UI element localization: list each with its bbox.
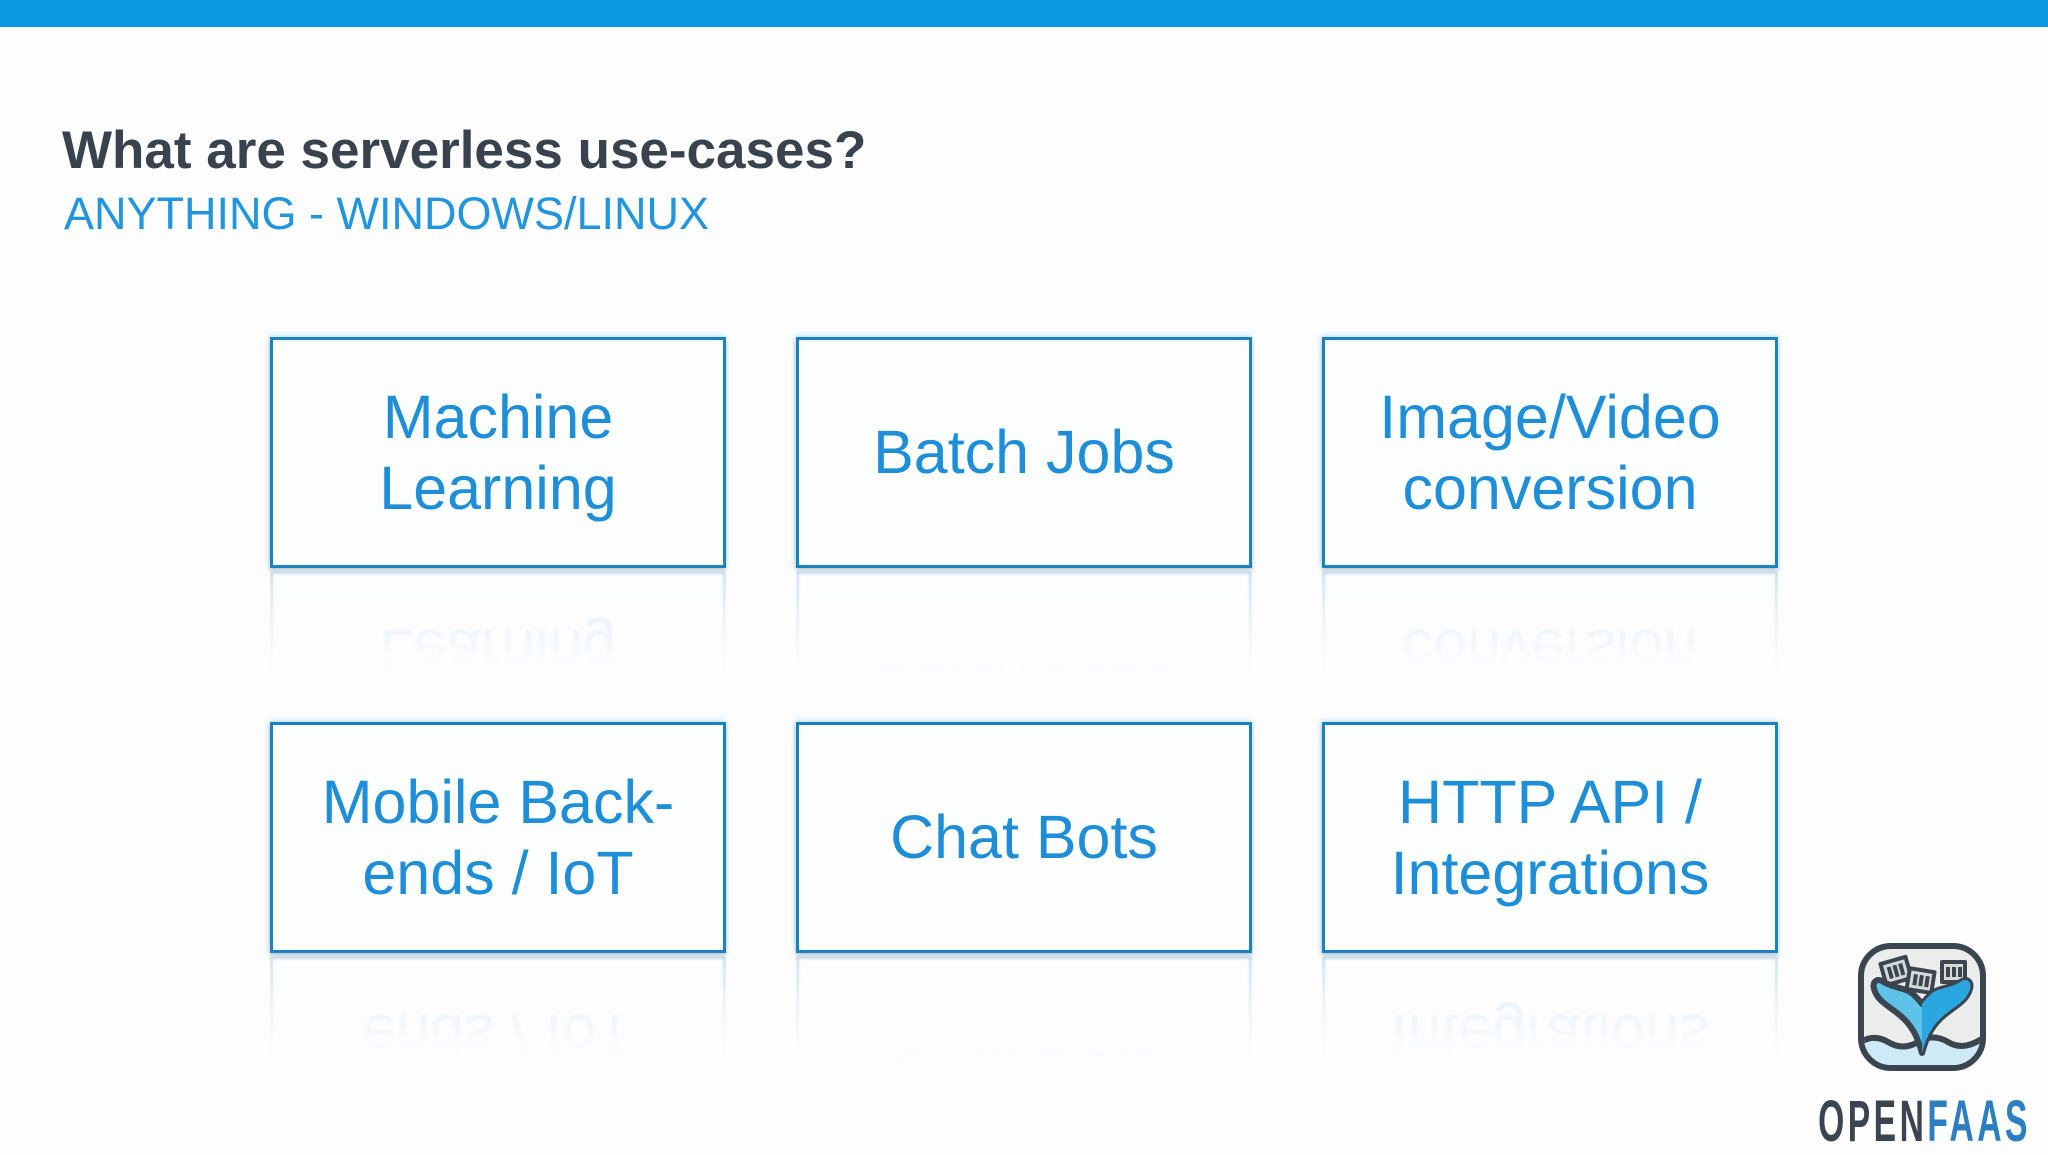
use-case-label: Mobile Back-ends / IoT — [321, 767, 675, 907]
use-case-cell-http-api: HTTP API / Integrations HTTP API / Integ… — [1322, 722, 1778, 1078]
use-case-cell-machine-learning: Machine Learning Machine Learning — [270, 337, 726, 693]
use-case-cell-batch-jobs: Batch Jobs Batch Jobs — [796, 337, 1252, 693]
use-case-label: HTTP API / Integrations — [1390, 767, 1710, 907]
use-case-reflection: Chat Bots — [796, 956, 1252, 1078]
use-case-box-http-api: HTTP API / Integrations — [1322, 722, 1778, 953]
use-case-cell-image-video: Image/Video conversion Image/Video conve… — [1322, 337, 1778, 693]
use-case-reflection: Image/Video conversion — [1322, 571, 1778, 693]
top-accent-bar — [0, 0, 2048, 27]
use-case-cell-mobile-backends: Mobile Back-ends / IoT Mobile Back-ends … — [270, 722, 726, 1078]
use-case-box-mobile-backends: Mobile Back-ends / IoT — [270, 722, 726, 953]
slide-title: What are serverless use-cases? — [62, 120, 867, 180]
openfaas-whale-tail-icon — [1858, 943, 1986, 1071]
use-case-label: Chat Bots — [890, 803, 1158, 872]
use-case-cell-chat-bots: Chat Bots Chat Bots — [796, 722, 1252, 1078]
use-case-label: Batch Jobs — [873, 418, 1175, 487]
use-case-label: Machine Learning — [379, 382, 617, 522]
use-case-box-image-video: Image/Video conversion — [1322, 337, 1778, 568]
wordmark-faas: FAAS — [1927, 1089, 2031, 1154]
use-case-box-chat-bots: Chat Bots — [796, 722, 1252, 953]
openfaas-wordmark: OPENFAAS — [1741, 1088, 2048, 1155]
use-case-box-batch-jobs: Batch Jobs — [796, 337, 1252, 568]
use-case-label: Image/Video conversion — [1379, 382, 1721, 522]
use-case-reflection: Batch Jobs — [796, 571, 1252, 693]
use-case-reflection: Mobile Back-ends / IoT — [270, 956, 726, 1078]
use-case-grid: Machine Learning Machine Learning Batch … — [270, 337, 1778, 1078]
use-case-reflection: HTTP API / Integrations — [1322, 956, 1778, 1078]
use-case-box-machine-learning: Machine Learning — [270, 337, 726, 568]
use-case-reflection: Machine Learning — [270, 571, 726, 693]
wordmark-open: OPEN — [1818, 1089, 1928, 1154]
slide-subtitle: ANYTHING - WINDOWS/LINUX — [64, 188, 710, 239]
